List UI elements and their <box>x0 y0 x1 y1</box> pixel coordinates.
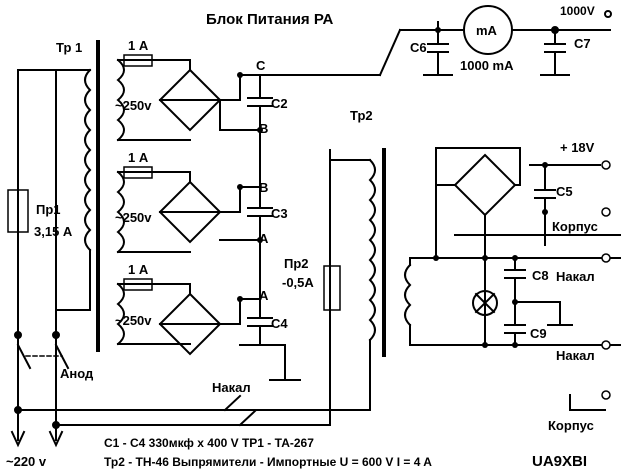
node-c-label: С <box>256 58 266 73</box>
junction-dots <box>237 27 548 348</box>
note-line-1: С1 - С4 330мкф х 400 V ТР1 - ТА-267 <box>104 436 314 450</box>
mains-input <box>10 69 64 448</box>
nakal-switch <box>223 394 257 427</box>
winding2-label: ~250v <box>115 210 152 225</box>
fuse1-label: 1 А <box>128 38 149 53</box>
callsign: UA9XBI <box>532 453 587 470</box>
korpus2-label: Корпус <box>548 418 594 433</box>
c7-label: С7 <box>574 36 591 51</box>
tr2-label: Тр2 <box>350 108 373 123</box>
korpus1-label: Корпус <box>552 219 598 234</box>
c9-label: С9 <box>530 326 547 341</box>
pr1-name: Пр1 <box>36 202 61 217</box>
tr2-section <box>17 147 621 426</box>
output-terminals <box>601 160 611 400</box>
pr2-rating: -0,5А <box>282 275 314 290</box>
hv-output-label: 1000V <box>560 4 595 18</box>
mains-label: ~220 v <box>6 454 47 469</box>
c3-label: С3 <box>271 206 288 221</box>
pr1-rating: 3,15 А <box>34 224 73 239</box>
c2-label: С2 <box>271 96 288 111</box>
anod-switch <box>16 343 70 370</box>
rectifier-section-1 <box>116 54 273 142</box>
winding3-label: ~250v <box>115 313 152 328</box>
rectifier-section-3 <box>116 278 301 381</box>
c8-label: С8 <box>532 268 549 283</box>
pr1-fuse <box>7 189 29 233</box>
fuse3-label: 1 А <box>128 262 149 277</box>
lv-output-label: + 18V <box>560 140 595 155</box>
note-line-2: Тр2 - ТН-46 Выпрямители - Импортные U = … <box>104 455 432 469</box>
meter-label: mA <box>476 23 498 38</box>
tr1-primary <box>55 40 100 352</box>
c4-label: С4 <box>271 316 288 331</box>
rectifier-section-2 <box>116 166 273 254</box>
node-b1-label: В <box>259 121 268 136</box>
nakal-out1-label: Накал <box>556 269 595 284</box>
pr2-name: Пр2 <box>284 256 309 271</box>
tr1-label: Тр 1 <box>56 40 82 55</box>
c6-label: С6 <box>410 40 427 55</box>
winding1-label: ~250v <box>115 98 152 113</box>
nakal-switch-label: Накал <box>212 380 251 395</box>
c5-label: С5 <box>556 184 573 199</box>
node-a2-label: А <box>259 288 269 303</box>
node-b2-label: В <box>259 180 268 195</box>
node-a1-label: А <box>259 231 269 246</box>
meter-range: 1000 mA <box>460 58 514 73</box>
diagram-title: Блок Питания РА <box>206 11 334 28</box>
fuse2-label: 1 А <box>128 150 149 165</box>
anod-switch-label: Анод <box>60 366 94 381</box>
nakal-out2-label: Накал <box>556 348 595 363</box>
